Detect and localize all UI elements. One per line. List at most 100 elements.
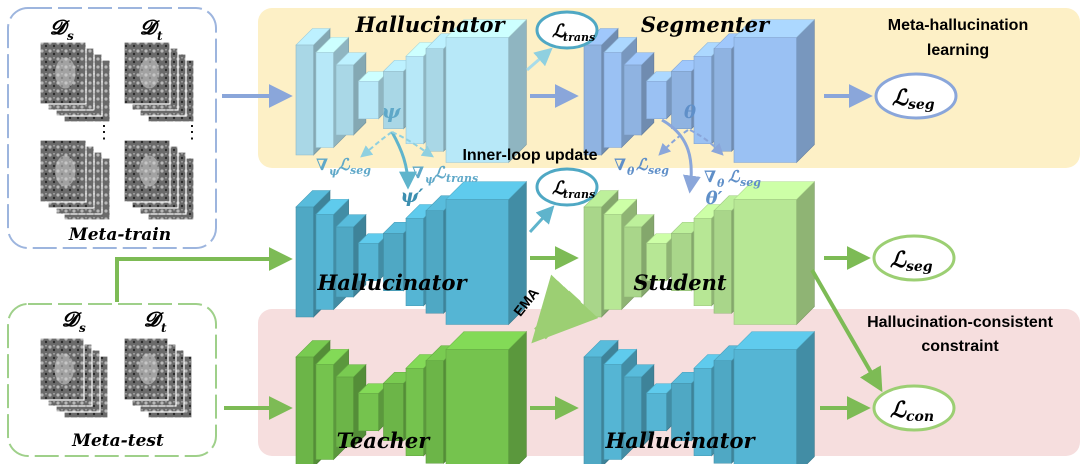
svg-text:∇: ∇ bbox=[316, 155, 328, 174]
network-layer-front bbox=[671, 382, 692, 442]
svg-text:ψ: ψ bbox=[425, 173, 436, 186]
theta-prime-label: θ′ bbox=[706, 188, 723, 209]
network-layer-front bbox=[713, 48, 732, 152]
ema-arrow bbox=[531, 274, 599, 344]
arrow-student-to-con bbox=[810, 269, 883, 393]
loss-con: ℒ con bbox=[872, 384, 956, 432]
network-layer-front bbox=[646, 242, 667, 282]
grad-arrow-psi-left bbox=[360, 131, 393, 158]
network-layer-front bbox=[335, 64, 354, 136]
svg-text:ℒ: ℒ bbox=[552, 21, 566, 42]
meta-train-source-symbol: 𝓓 s bbox=[50, 15, 74, 43]
grad-theta-seg: ∇ θ ℒ seg bbox=[614, 155, 669, 178]
meta-test-target-symbol: 𝓓 t bbox=[144, 307, 167, 335]
svg-text:𝓓: 𝓓 bbox=[50, 15, 70, 39]
network-layer-front bbox=[405, 55, 424, 145]
network-layer-front bbox=[583, 206, 602, 318]
network-layer-side bbox=[796, 180, 815, 326]
loss-trans-mid: ℒ trans bbox=[535, 167, 599, 207]
network-layer-front bbox=[335, 376, 354, 448]
mri-stack bbox=[123, 41, 195, 123]
mid-hallucinator-label: Hallucinator bbox=[316, 270, 468, 295]
mri-organ bbox=[55, 57, 76, 89]
svg-text:ℒ: ℒ bbox=[434, 163, 447, 182]
meta-train-label: Meta-train bbox=[68, 225, 171, 245]
teacher-label: Teacher bbox=[337, 428, 432, 453]
network-layer-front bbox=[405, 217, 424, 307]
network-layer-side bbox=[796, 330, 815, 464]
network-layer-front bbox=[603, 364, 622, 460]
svg-text:seg: seg bbox=[350, 164, 371, 177]
network-layer-front bbox=[733, 199, 797, 325]
network-layer-front bbox=[713, 360, 732, 464]
svg-text:con: con bbox=[906, 409, 934, 425]
loss-seg-top: ℒ seg bbox=[874, 72, 958, 120]
svg-text:ℒ: ℒ bbox=[890, 247, 907, 273]
network-layer-front bbox=[445, 349, 509, 464]
network-layer-front bbox=[693, 367, 712, 457]
student-network bbox=[583, 180, 816, 326]
meta-hallucination-label-1: Meta-hallucination bbox=[888, 17, 1028, 34]
network-layer-front bbox=[335, 226, 354, 298]
network-layer-front bbox=[315, 52, 334, 148]
psi-label: ψ bbox=[382, 99, 402, 123]
top-hallucinator-network bbox=[295, 18, 528, 164]
mri-organ bbox=[139, 57, 160, 89]
mri-organ bbox=[54, 353, 74, 385]
meta-hallucination-label-2: learning bbox=[927, 42, 989, 59]
network-layer-front bbox=[623, 376, 642, 448]
svg-text:trans: trans bbox=[563, 31, 595, 44]
svg-text:ℒ: ℒ bbox=[552, 178, 566, 199]
svg-text:ℒ: ℒ bbox=[636, 155, 649, 174]
network-layer-front bbox=[623, 64, 642, 136]
top-segmenter-label: Segmenter bbox=[641, 12, 771, 37]
svg-text:𝓓: 𝓓 bbox=[62, 307, 82, 331]
mri-stack bbox=[39, 337, 109, 419]
network-layer-front bbox=[383, 232, 404, 292]
mri-organ bbox=[139, 155, 160, 187]
network-layer-front bbox=[623, 226, 642, 298]
network-layer-front bbox=[671, 70, 692, 130]
psi-prime-label: ψ′ bbox=[401, 185, 424, 207]
network-layer-front bbox=[583, 44, 602, 156]
mri-organ bbox=[138, 353, 158, 385]
svg-text:s: s bbox=[67, 29, 74, 43]
hallucination-consistent-label-2: constraint bbox=[921, 338, 999, 355]
network-layer-front bbox=[315, 364, 334, 460]
network-layer-front bbox=[733, 349, 797, 464]
top-hallucinator-label: Hallucinator bbox=[354, 12, 506, 37]
mri-stack bbox=[39, 139, 111, 221]
network-layer-front bbox=[445, 199, 509, 325]
network-layer-front bbox=[358, 392, 379, 432]
svg-text:ℒ: ℒ bbox=[890, 397, 907, 423]
svg-text:𝓓: 𝓓 bbox=[144, 307, 164, 331]
svg-text:s: s bbox=[79, 321, 86, 335]
meta-test-label: Meta-test bbox=[71, 431, 164, 451]
svg-text:ℒ: ℒ bbox=[338, 155, 351, 174]
meta-train-box bbox=[7, 7, 217, 249]
arrow-hallucinator-to-trans-top bbox=[526, 47, 553, 72]
network-layer-front bbox=[713, 210, 732, 314]
loss-seg-mid: ℒ seg bbox=[872, 234, 956, 282]
svg-text:ψ: ψ bbox=[329, 165, 340, 178]
svg-text:ℒ: ℒ bbox=[728, 167, 741, 186]
network-layer-front bbox=[646, 80, 667, 120]
svg-text:seg: seg bbox=[906, 259, 933, 275]
network-layer-side bbox=[796, 18, 815, 164]
arrow-test-to-mid-hallucinator bbox=[115, 247, 293, 302]
meta-test-box bbox=[7, 303, 217, 457]
svg-text:trans: trans bbox=[446, 172, 478, 185]
network-layer-front bbox=[603, 214, 622, 310]
teacher-network bbox=[295, 330, 528, 464]
svg-text:seg: seg bbox=[740, 176, 761, 189]
mri-slice bbox=[39, 337, 85, 401]
network-layer-front bbox=[383, 382, 404, 442]
network-layer-side bbox=[508, 18, 527, 164]
svg-text:θ: θ bbox=[717, 177, 725, 190]
network-layer-front bbox=[295, 44, 314, 156]
network-layer-front bbox=[425, 360, 444, 464]
meta-train-ellipsis-2: ⋮ bbox=[183, 122, 201, 143]
bottom-hallucinator-network bbox=[583, 330, 816, 464]
bottom-hallucinator-label: Hallucinator bbox=[604, 428, 756, 453]
